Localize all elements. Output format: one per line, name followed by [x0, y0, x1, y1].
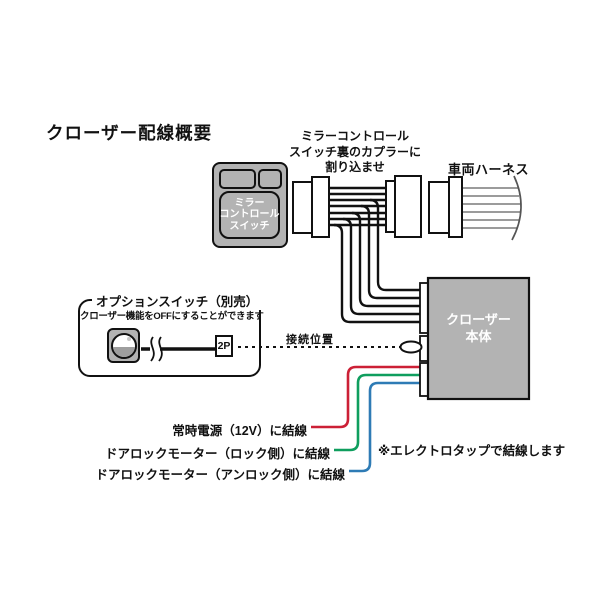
mirror-control-switch-unit: ミラー コントロール スイッチ [212, 162, 288, 248]
splice-connector-left [292, 176, 330, 238]
plug-icon [399, 340, 423, 354]
power-wire [311, 365, 422, 429]
2p-connector: 2P [215, 335, 233, 357]
splice-note-line1: ミラーコントロール [300, 129, 409, 143]
option-switch-button-dot [127, 337, 131, 341]
connection-position-label: 接続位置 [286, 334, 334, 346]
option-switch-panel: オプションスイッチ（別売） クローザー機能をOFFにすることができます 2P [78, 291, 264, 377]
mirror-switch-button-right [258, 169, 282, 189]
mirror-switch-label-line1: ミラー [234, 197, 265, 209]
mirror-switch-label-box: ミラー コントロール スイッチ [219, 191, 280, 239]
mirror-switch-label-line2: コントロール [219, 209, 280, 221]
option-switch-description: クローザー機能をOFFにすることができます [80, 311, 264, 322]
splice-note: ミラーコントロール スイッチ裏のカプラーに 割り込ませ [255, 129, 455, 176]
mirror-switch-button-left [219, 169, 256, 189]
option-switch-title: オプションスイッチ（別売） [92, 291, 263, 310]
electro-tap-note: ※エレクトロタップで結線します [378, 444, 566, 458]
closer-unit-label: クローザー 本体 [430, 311, 527, 345]
power-wire-label: 常時電源（12V）に結線 [172, 424, 307, 438]
closer-unit-label-line2: 本体 [465, 329, 492, 344]
splice-wires [329, 186, 387, 227]
unlock-wire-label: ドアロックモーター（アンロック側）に結線 [95, 468, 345, 482]
splice-note-line2: スイッチ裏のカプラーに [288, 144, 421, 159]
closer-unit-connectors [419, 282, 430, 397]
vehicle-harness-label: 車両ハーネス [448, 162, 530, 177]
lock-wire-label: ドアロックモーター（ロック側）に結線 [104, 447, 330, 461]
lock-wire [334, 373, 422, 452]
page-title: クローザー配線概要 [46, 123, 213, 143]
vehicle-harness-wires [462, 187, 520, 229]
branch-wires-to-closer [333, 198, 422, 324]
mirror-switch-label-line3: スイッチ [229, 220, 270, 232]
option-switch-button-icon [111, 333, 137, 359]
harness-break-icon [511, 175, 522, 241]
harness-connector [428, 176, 463, 238]
splice-connector-middle [385, 175, 422, 238]
splice-note-line3: 割り込ませ [325, 160, 385, 174]
option-switch-button-lower [113, 347, 135, 357]
option-switch-icon [107, 328, 140, 363]
closer-unit-label-line1: クローザー [446, 312, 511, 327]
